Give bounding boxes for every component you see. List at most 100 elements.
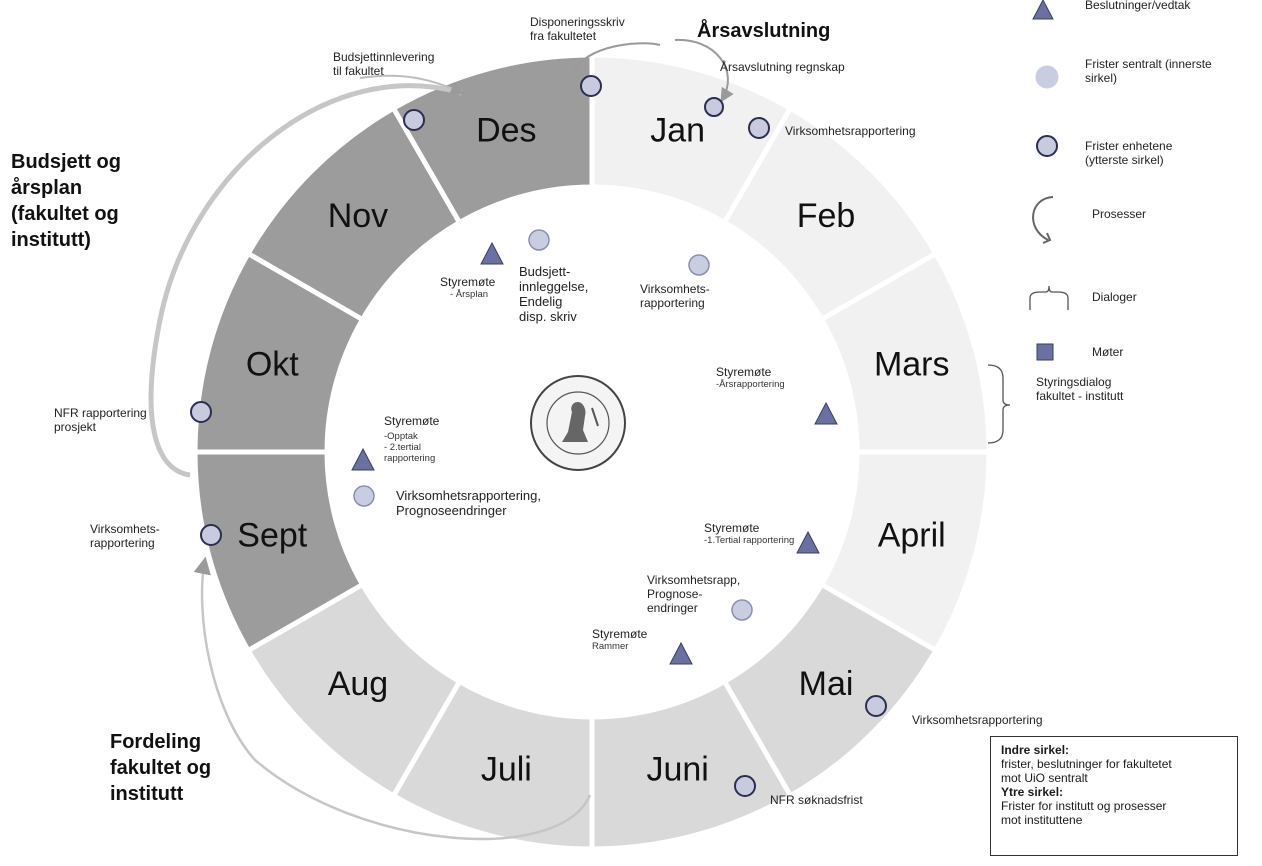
label-budsjettinnlevering: Budsjettinnlevering til fakultet	[333, 50, 434, 78]
label-line: Virksomhets-	[640, 282, 710, 296]
legend-outer-circle-icon	[1036, 135, 1058, 157]
marker-budsjett-innlegg	[528, 229, 550, 251]
heading-budsjett-line: institutt)	[11, 229, 91, 251]
month-label-juni: Juni	[646, 751, 708, 789]
legend-dialoger: Dialoger	[1092, 290, 1137, 304]
legend-beslutninger: Beslutninger/vedtak	[1085, 0, 1191, 12]
label-styremote-april: Styremøte -1.Tertial rapportering	[704, 521, 794, 546]
label-virksomhet-sept: Virksomhets- rapportering	[90, 522, 160, 550]
label-arsavslutning-regnskap: Årsavslutning regnskap	[720, 60, 845, 74]
label-line: fakultet - institutt	[1036, 389, 1124, 403]
heading-fordeling-line: Fordeling	[110, 731, 202, 753]
inner-markers	[353, 229, 753, 621]
label-line: til fakultet	[333, 64, 384, 78]
label-line: prosjekt	[54, 420, 97, 434]
legend-line: Frister enhetene	[1085, 139, 1173, 153]
marker-virksomhet-feb	[688, 254, 710, 276]
month-label-feb: Feb	[797, 197, 856, 235]
month-label-juli: Juli	[481, 751, 532, 789]
label-sub: -Opptak	[384, 431, 418, 442]
label-sub: -Årsrapportering	[716, 379, 785, 390]
label-sub: rapportering	[384, 453, 436, 464]
outer-markers	[190, 75, 887, 797]
legend-icons	[1029, 0, 1069, 361]
label-line: rapportering	[90, 536, 155, 550]
legend-line: (ytterste sirkel)	[1085, 153, 1164, 167]
label-line: Prognoseendringer	[396, 503, 507, 518]
marker-arsavslutning-regnskap	[704, 97, 724, 117]
label-styremote-juni: Styremøte Rammer	[592, 627, 647, 652]
process-arc-budsjett	[148, 83, 463, 478]
legend-dialog-icon	[1029, 285, 1069, 310]
label-styremote-sept: Styremøte -Opptak - 2.tertial rapporteri…	[384, 414, 439, 464]
label-sub: - Årsplan	[450, 289, 489, 300]
marker-virksomhet-sept-inner	[353, 485, 375, 507]
info-ytre-line: Frister for institutt og prosesser	[1001, 799, 1167, 813]
label-styringsdialog: Styringsdialog fakultet - institutt	[1036, 375, 1123, 403]
label-line: Disponeringsskriv	[530, 15, 625, 29]
label-virksomhet-jan: Virksomhetsrapportering	[785, 124, 916, 138]
info-indre-line: mot UiO sentralt	[1001, 771, 1088, 785]
label-title: Styremøte	[440, 275, 496, 289]
label-line: Budsjettinnlevering	[333, 50, 435, 64]
label-styremote-mars: Styremøte -Årsrapportering	[716, 365, 785, 390]
heading-budsjett-line: Budsjett og	[11, 151, 121, 173]
month-label-mars: Mars	[874, 345, 950, 383]
label-line: Endelig	[519, 294, 563, 309]
heading-fordeling-line: fakultet og	[110, 757, 212, 779]
info-indre-title: Indre sirkel:	[1001, 743, 1070, 757]
label-virksomhet-mai-inner: Virksomhetsrapp, Prognose- endringer	[647, 573, 740, 615]
label-title: Styremøte	[716, 365, 772, 379]
info-box: Indre sirkel: frister, beslutninger for …	[990, 736, 1238, 856]
label-line: endringer	[647, 601, 698, 615]
label-styremote-nov: Styremøte - Årsplan	[440, 275, 495, 300]
info-ytre-line: mot instituttene	[1001, 813, 1083, 827]
marker-disponering	[580, 75, 602, 97]
marker-virksomhet-sept	[200, 524, 222, 546]
label-budsjett-innlegg: Budsjett- innleggelse, Endelig disp. skr…	[519, 264, 588, 324]
label-line: disp. skriv	[519, 309, 577, 324]
triangle-styremote-sept	[351, 447, 375, 471]
marker-virksomhet-mai	[865, 695, 887, 717]
month-label-mai: Mai	[799, 665, 854, 703]
triangle-styremote-nov	[480, 241, 504, 265]
month-label-nov: Nov	[328, 197, 388, 235]
legend-triangle-icon	[1032, 0, 1054, 20]
dialog-bracket-icon	[987, 364, 1011, 444]
month-segments	[192, 52, 992, 852]
month-label-jan: Jan	[650, 111, 705, 149]
marker-budsjettinnlevering	[403, 109, 425, 131]
label-title: Styremøte	[592, 627, 648, 641]
label-line: fra fakultetet	[530, 29, 597, 43]
label-line: Virksomhets-	[90, 522, 160, 536]
label-line: Budsjett-	[519, 264, 571, 279]
marker-nfr-rapportering	[190, 401, 212, 423]
label-virksomhet-feb: Virksomhets- rapportering	[640, 282, 710, 310]
heading-fordeling: Fordeling fakultet og institutt	[110, 729, 211, 807]
university-seal-icon	[530, 375, 626, 471]
label-line: rapportering	[640, 296, 705, 310]
marker-virksomhet-mai-inner	[731, 599, 753, 621]
legend-line: Frister sentralt (innerste	[1085, 57, 1212, 71]
label-virksomhet-sept-inner: Virksomhetsrapportering, Prognoseendring…	[396, 488, 541, 518]
month-label-april: April	[878, 517, 946, 555]
process-arc-budsjett-head	[359, 74, 465, 95]
label-disponering: Disponeringsskriv fra fakultetet	[530, 15, 625, 43]
legend-inner-circle-icon	[1035, 65, 1059, 89]
label-virksomhet-mai: Virksomhetsrapportering	[912, 713, 1043, 727]
label-sub: - 2.tertial	[384, 442, 421, 453]
heading-arsavslutning: Årsavslutning	[697, 20, 831, 42]
legend-square-icon	[1036, 343, 1054, 361]
process-arc-arsavslutning	[674, 38, 734, 103]
legend-moter: Møter	[1092, 345, 1124, 359]
label-nfr-soknad: NFR søknadsfrist	[770, 793, 863, 807]
heading-budsjett-line: årsplan	[11, 177, 83, 199]
label-line: NFR rapportering	[54, 406, 147, 420]
label-nfr-rapportering: NFR rapportering prosjekt	[54, 406, 147, 434]
legend-process-icon	[1032, 196, 1054, 244]
triangle-styremote-mars	[814, 401, 838, 425]
process-arc-disponering	[572, 42, 661, 74]
month-labels: JanFebMarsAprilMaiJuniJuliAugSeptOktNovD…	[237, 111, 949, 788]
label-sub: -1.Tertial rapportering	[704, 535, 795, 546]
